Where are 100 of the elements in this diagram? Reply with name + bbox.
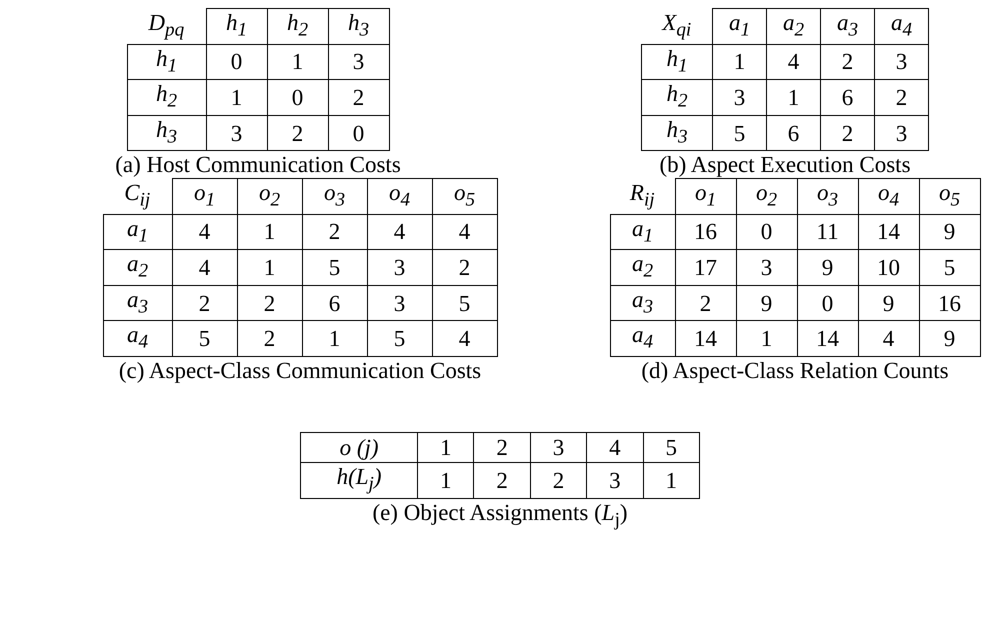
table-cell: 1 xyxy=(643,462,700,498)
table-cell: 3 xyxy=(367,250,432,286)
table-caption: (b) Aspect Execution Costs xyxy=(659,152,911,178)
header-cell: a$_{2}$ xyxy=(766,8,820,44)
table-cell: 1 xyxy=(418,432,474,462)
header-cell: a$_{1}$ xyxy=(103,214,172,250)
table-cell: 2 xyxy=(302,214,367,250)
table-cell: 0 xyxy=(267,80,328,116)
header-cell: X$_{qi}$ xyxy=(642,8,712,44)
table-cell: 4 xyxy=(766,44,820,80)
table-cell: 3 xyxy=(874,115,928,151)
header-cell: o$_{4}$ xyxy=(858,178,919,214)
table-cell: 9 xyxy=(919,214,980,250)
table-cell: 14 xyxy=(858,214,919,250)
table-caption: (d) Aspect-Class Relation Counts xyxy=(641,358,949,384)
header-cell: h$_{3}$ xyxy=(127,115,206,151)
table-cell: 6 xyxy=(766,115,820,151)
table-cell: 14 xyxy=(797,320,858,356)
table-cell: 1 xyxy=(766,80,820,116)
table-cell: 9 xyxy=(919,320,980,356)
header-cell: a$_{4}$ xyxy=(610,320,675,356)
table-cell: 17 xyxy=(675,250,736,286)
table-cell: 2 xyxy=(237,320,302,356)
table-cell: 2 xyxy=(432,250,497,286)
table-cell: 1 xyxy=(418,462,474,498)
table-cell: 1 xyxy=(206,80,267,116)
table-cell: 5 xyxy=(643,432,700,462)
table-cell: 9 xyxy=(797,250,858,286)
table-cell: 0 xyxy=(736,214,797,250)
table-cell: 2 xyxy=(328,80,389,116)
table-cell: 2 xyxy=(172,285,237,321)
table-cell: 5 xyxy=(432,285,497,321)
table-cell: 6 xyxy=(820,80,874,116)
header-cell: a$_{3}$ xyxy=(820,8,874,44)
header-cell: h(L$_{j}$) xyxy=(300,462,418,498)
header-cell: o (j) xyxy=(300,432,418,462)
header-cell: h$_{1}$ xyxy=(642,44,712,80)
table-cell: 3 xyxy=(874,44,928,80)
header-cell: a$_{1}$ xyxy=(712,8,766,44)
table-cell: 6 xyxy=(302,285,367,321)
table-cell: 3 xyxy=(367,285,432,321)
header-cell: o$_{1}$ xyxy=(675,178,736,214)
table-cell: 16 xyxy=(919,285,980,321)
table-cell: 2 xyxy=(474,462,530,498)
header-cell: h$_{2}$ xyxy=(127,80,206,116)
table-cell: 2 xyxy=(820,115,874,151)
table-cell: 2 xyxy=(530,462,587,498)
table-caption: (c) Aspect-Class Communication Costs xyxy=(118,358,482,384)
table-cell: 3 xyxy=(712,80,766,116)
table-cell: 11 xyxy=(797,214,858,250)
table-cell: 4 xyxy=(367,214,432,250)
table-cell: 4 xyxy=(432,214,497,250)
header-cell: o$_{5}$ xyxy=(919,178,980,214)
header-cell: h$_{3}$ xyxy=(642,115,712,151)
table-cell: 16 xyxy=(675,214,736,250)
table-cell: 4 xyxy=(172,214,237,250)
header-cell: D$_{pq}$ xyxy=(127,8,206,44)
table-caption: (a) Host Communication Costs xyxy=(115,152,401,178)
table-cell: 5 xyxy=(367,320,432,356)
table-cell: 4 xyxy=(432,320,497,356)
table-cell: 5 xyxy=(712,115,766,151)
header-cell: a$_{1}$ xyxy=(610,214,675,250)
table-cell: 2 xyxy=(237,285,302,321)
table-cell: 1 xyxy=(237,214,302,250)
header-cell: o$_{5}$ xyxy=(432,178,497,214)
table-cell: 1 xyxy=(237,250,302,286)
table-cell: 1 xyxy=(302,320,367,356)
table-caption: (e) Object Assignments (L$_{j}$) xyxy=(372,500,628,532)
table-cell: 1 xyxy=(736,320,797,356)
header-cell: a$_{2}$ xyxy=(103,250,172,286)
table-cell: 4 xyxy=(172,250,237,286)
header-cell: o$_{2}$ xyxy=(736,178,797,214)
table-cell: 1 xyxy=(712,44,766,80)
header-cell: h$_{1}$ xyxy=(127,44,206,80)
header-cell: h$_{2}$ xyxy=(642,80,712,116)
header-cell: a$_{2}$ xyxy=(610,250,675,286)
header-cell: o$_{1}$ xyxy=(172,178,237,214)
header-cell: a$_{4}$ xyxy=(103,320,172,356)
header-cell: h$_{1}$ xyxy=(206,8,267,44)
table-cell: 4 xyxy=(858,320,919,356)
table-cell: 10 xyxy=(858,250,919,286)
table-cell: 5 xyxy=(919,250,980,286)
header-cell: R$_{ij}$ xyxy=(610,178,675,214)
header-cell: o$_{2}$ xyxy=(237,178,302,214)
header-cell: a$_{4}$ xyxy=(874,8,928,44)
header-cell: h$_{3}$ xyxy=(328,8,389,44)
table-cell: 9 xyxy=(736,285,797,321)
table-cell: 0 xyxy=(797,285,858,321)
table-cell: 5 xyxy=(172,320,237,356)
header-cell: o$_{3}$ xyxy=(302,178,367,214)
table-cell: 3 xyxy=(586,462,644,498)
header-cell: a$_{3}$ xyxy=(103,285,172,321)
table-cell: 2 xyxy=(820,44,874,80)
header-cell: C$_{ij}$ xyxy=(103,178,172,214)
table-cell: 14 xyxy=(675,320,736,356)
table-cell: 9 xyxy=(858,285,919,321)
table-cell: 4 xyxy=(586,432,644,462)
table-cell: 2 xyxy=(675,285,736,321)
table-cell: 0 xyxy=(328,115,389,151)
header-cell: o$_{4}$ xyxy=(367,178,432,214)
